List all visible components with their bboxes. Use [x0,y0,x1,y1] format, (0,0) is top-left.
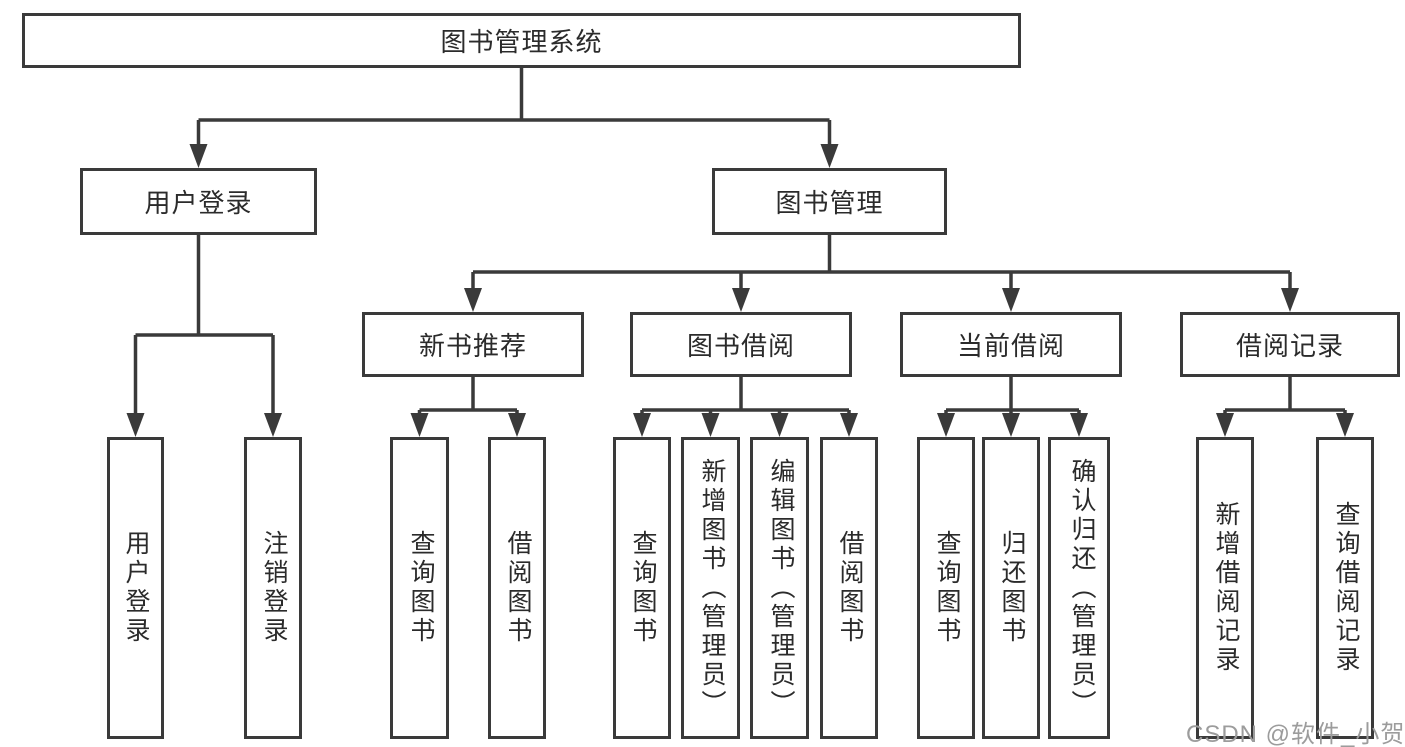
node-new-book-recommend: 新书推荐 [362,312,584,377]
edge-user-login-to-children [126,235,282,437]
edge-borrow-record-to-children [1216,377,1354,437]
leaf-query-book-under-current: 查询图书 [917,437,975,739]
node-current-borrow: 当前借阅 [900,312,1122,377]
node-user-login: 用户登录 [80,168,317,235]
edge-new-book-rec-to-children [410,377,526,437]
node-root-system: 图书管理系统 [22,13,1021,68]
leaf-query-book-under-borrow: 查询图书 [613,437,671,739]
leaf-query-borrow-record: 查询借阅记录 [1316,437,1374,739]
leaf-confirm-return-admin: 确认归还（管理员） [1048,437,1110,739]
edge-current-borrow-to-children [937,377,1088,437]
leaf-user-login: 用户登录 [107,437,164,739]
node-borrow-record: 借阅记录 [1180,312,1400,377]
edge-book-mgmt-to-level3 [464,235,1299,312]
leaf-borrow-book-under-recommend: 借阅图书 [488,437,546,739]
leaf-borrow-book-under-borrow: 借阅图书 [820,437,878,739]
node-book-borrow: 图书借阅 [630,312,852,377]
leaf-logout: 注销登录 [244,437,302,739]
edge-book-borrow-to-children [633,377,858,437]
csdn-watermark: CSDN @软件_小贺同学 [1186,721,1405,747]
edge-root-to-level2 [189,68,839,168]
leaf-add-book-admin: 新增图书（管理员） [681,437,740,739]
leaf-add-borrow-record: 新增借阅记录 [1196,437,1254,739]
node-book-management: 图书管理 [712,168,947,235]
leaf-edit-book-admin: 编辑图书（管理员） [750,437,809,739]
leaf-return-book: 归还图书 [982,437,1040,739]
leaf-query-book-under-recommend: 查询图书 [390,437,449,739]
